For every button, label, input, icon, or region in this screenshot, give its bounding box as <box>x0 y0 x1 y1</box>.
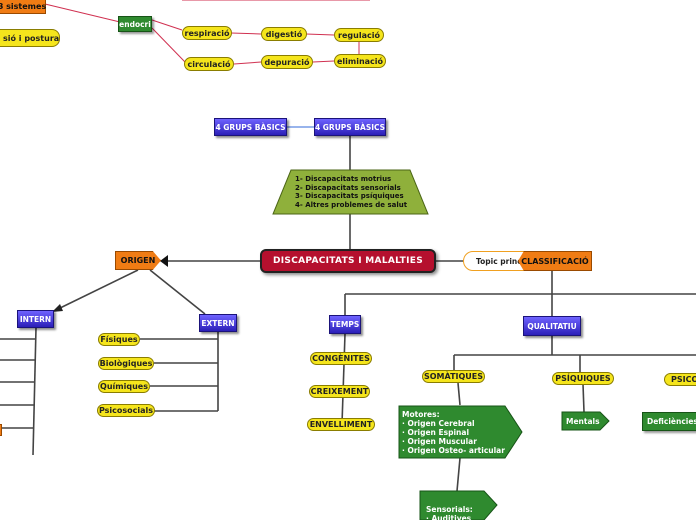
qualitatiu-node[interactable]: QUALITATIU <box>523 316 581 336</box>
classificacio-node[interactable]: CLASSIFICACIÓ <box>518 251 592 271</box>
deficiencies-node[interactable]: Deficiències <box>642 412 696 431</box>
basics-left-node[interactable]: 4 GRUPS BÀSICS <box>214 118 287 136</box>
central-node[interactable]: DISCAPACITATS I MALALTIES <box>260 249 436 273</box>
origen-node[interactable]: ORIGEN <box>115 251 161 270</box>
respiracio-node[interactable]: respiració <box>182 26 232 40</box>
temps-item-envelliment[interactable]: ENVELLIMENT <box>307 418 375 431</box>
eliminacio-node[interactable]: eliminació <box>334 54 386 68</box>
intern-node[interactable]: INTERN <box>17 310 54 328</box>
circulacio-node[interactable]: circulació <box>184 57 234 71</box>
extern-node[interactable]: EXTERN <box>199 314 237 332</box>
basics-right-node[interactable]: 4 GRUPS BÀSICS <box>314 118 386 136</box>
psiquiques-node[interactable]: PSÍQUIQUES <box>552 372 614 385</box>
regulacio-node[interactable]: regulació <box>334 28 384 42</box>
somatiques-node[interactable]: SOMÀTIQUES <box>422 370 485 383</box>
origen-item-psicosocials[interactable]: Psicosocials <box>97 404 155 417</box>
basics-list: 1- Discapacitats motrius 2- Discapacitat… <box>295 175 408 209</box>
postura-node[interactable]: sió i postura <box>0 29 60 47</box>
temps-item-congenites[interactable]: CONGÈNITES <box>310 352 372 365</box>
sistemes-node[interactable]: 3 sistemes <box>0 0 46 14</box>
endocri-node[interactable]: endocri <box>118 16 152 32</box>
mentals-text[interactable]: Mentals <box>566 417 600 426</box>
temps-node[interactable]: TEMPS <box>329 315 361 334</box>
origen-item-fisiques[interactable]: Físiques <box>98 333 140 346</box>
motores-text[interactable]: Motores: · Origen Cerebral · Origen Espi… <box>402 410 505 455</box>
temps-item-creixement[interactable]: CREIXEMENT <box>309 385 370 398</box>
depuracio-node[interactable]: depuració <box>261 55 313 69</box>
psico-node[interactable]: PSICO <box>664 373 696 386</box>
digestio-node[interactable]: digestió <box>261 27 307 41</box>
sensorials-text[interactable]: Sensorials: · Auditives <box>426 505 473 523</box>
origen-item-quimiques[interactable]: Químiques <box>98 380 150 393</box>
intern-edge-node[interactable] <box>0 424 2 436</box>
origen-item-biologiques[interactable]: Biològiques <box>98 357 154 370</box>
